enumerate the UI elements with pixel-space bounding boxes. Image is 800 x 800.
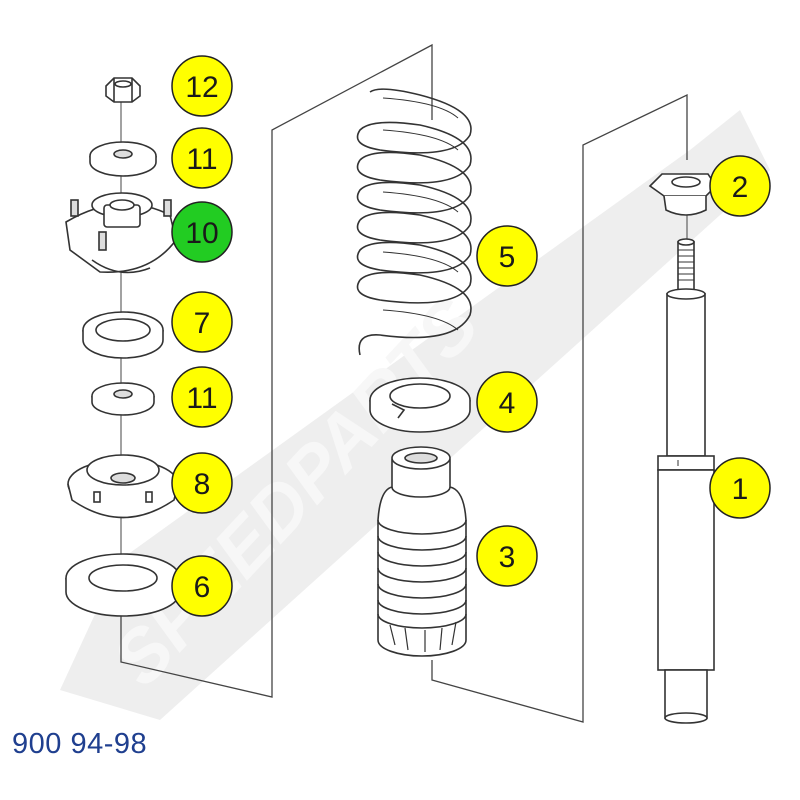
- part-dust-boot: [377, 446, 467, 657]
- callout-circle: [171, 127, 233, 189]
- part-lower-spring-seat: [65, 553, 181, 617]
- callout-circle: [476, 225, 538, 287]
- callout-circle: [171, 291, 233, 353]
- part-washer-lower: [91, 382, 155, 416]
- callout-4: 4: [476, 371, 538, 433]
- callout-label: 1: [732, 473, 749, 506]
- part-top-nut: [648, 173, 718, 216]
- callout-label: 8: [194, 468, 211, 501]
- part-nut: [105, 77, 141, 103]
- callout-2: 2: [709, 155, 771, 217]
- callout-10: 10: [171, 201, 233, 263]
- part-upper-spring-seat: [67, 454, 179, 519]
- callout-label: 3: [499, 541, 516, 574]
- callout-circle: [171, 55, 233, 117]
- callout-1: 1: [709, 457, 771, 519]
- callout-circle: [171, 366, 233, 428]
- callout-6: 6: [171, 555, 233, 617]
- callout-circle: [171, 201, 233, 263]
- part-bearing-ring: [82, 311, 164, 359]
- part-shock-absorber: [657, 238, 715, 724]
- callout-11a: 11: [171, 127, 233, 189]
- callout-label: 10: [185, 217, 218, 250]
- callout-12: 12: [171, 55, 233, 117]
- callout-label: 4: [499, 387, 516, 420]
- callout-circle: [709, 155, 771, 217]
- part-strut-mount: [65, 192, 177, 274]
- callout-8: 8: [171, 452, 233, 514]
- callout-label: 11: [186, 143, 217, 176]
- callout-label: 7: [194, 307, 211, 340]
- callouts: 12 11 10 7 11 8 6 5 4 3 2 1: [171, 55, 771, 617]
- callout-circle: [476, 371, 538, 433]
- callout-circle: [171, 452, 233, 514]
- callout-label: 6: [194, 571, 211, 604]
- callout-3: 3: [476, 525, 538, 587]
- callout-circle: [709, 457, 771, 519]
- callout-7: 7: [171, 291, 233, 353]
- callout-circle: [476, 525, 538, 587]
- callout-circle: [171, 555, 233, 617]
- callout-label: 12: [185, 71, 218, 104]
- callout-5: 5: [476, 225, 538, 287]
- callout-11b: 11: [171, 366, 233, 428]
- callout-label: 2: [732, 171, 749, 204]
- part-coil-spring: [356, 88, 472, 356]
- model-code-label: 900 94-98: [12, 728, 148, 760]
- callout-label: 5: [499, 241, 516, 274]
- part-washer-top: [89, 141, 157, 177]
- callout-label: 11: [186, 382, 217, 415]
- part-spring-isolator: [369, 377, 471, 433]
